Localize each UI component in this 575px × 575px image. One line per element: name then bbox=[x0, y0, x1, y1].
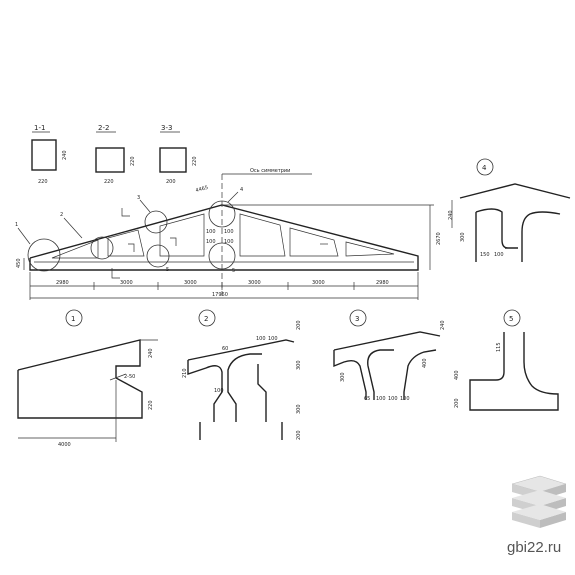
detail-5-dim-c: 115 bbox=[496, 342, 502, 352]
detail-2-dim-b: 100 bbox=[256, 336, 266, 342]
detail-4: 4 240 300 150 100 bbox=[448, 158, 571, 262]
callout-3: 3 bbox=[137, 195, 140, 201]
dim-segment-6: 2980 bbox=[376, 280, 389, 286]
end-height: 450 bbox=[16, 258, 22, 268]
section-3-3-width: 200 bbox=[166, 179, 176, 185]
detail-3-dim-f: 100 bbox=[400, 396, 410, 402]
detail-1-bar: 2-50 bbox=[124, 374, 135, 380]
detail-5: 5 115 400 200 bbox=[454, 309, 559, 411]
detail-3: 3 240 400 300 100 100 100 65 bbox=[333, 309, 446, 402]
detail-2-dim-h: 200 bbox=[296, 430, 302, 440]
node-circle-4 bbox=[208, 200, 236, 228]
detail-2-dim-c: 100 bbox=[268, 336, 278, 342]
section-1-1: 1-1 220 240 bbox=[31, 124, 68, 185]
detail-3-dim-b: 400 bbox=[422, 358, 428, 368]
watermark: gbi22.ru bbox=[507, 539, 561, 556]
slope-dim: 4465 bbox=[195, 185, 209, 194]
node-circle-3a bbox=[144, 210, 168, 234]
total-length: 17960 bbox=[212, 292, 228, 298]
detail-3-dim-c: 300 bbox=[340, 372, 346, 382]
section-3-3: 3-3 200 220 bbox=[159, 124, 198, 185]
node-circle-2 bbox=[90, 236, 114, 260]
detail-4-number: 4 bbox=[482, 164, 487, 172]
callout-2: 2 bbox=[60, 212, 63, 218]
detail-4-dim-d: 100 bbox=[494, 252, 504, 258]
detail-1: 1 240 220 2-50 4000 bbox=[17, 309, 158, 448]
truss-height: 2670 bbox=[436, 232, 442, 245]
node-dim-4: 100 bbox=[224, 239, 234, 245]
detail-1-number: 1 bbox=[71, 315, 75, 323]
symmetry-axis-label: Ось симметрии bbox=[250, 168, 290, 174]
detail-2-dim-d: 300 bbox=[296, 360, 302, 370]
dim-segment-4: 3000 bbox=[248, 280, 261, 286]
detail-3-dim-g: 65 bbox=[364, 396, 370, 402]
detail-3-number: 3 bbox=[355, 315, 359, 323]
dim-segment-1: 2980 bbox=[56, 280, 69, 286]
section-1-1-width: 220 bbox=[38, 179, 48, 185]
node-dim-2: 100 bbox=[224, 229, 234, 235]
node-dim-1: 100 bbox=[206, 229, 216, 235]
detail-3-dim-a: 240 bbox=[440, 320, 446, 330]
detail-1-dim-2: 220 bbox=[148, 400, 154, 410]
detail-4-dim-b: 300 bbox=[460, 232, 466, 242]
node-dim-3: 100 bbox=[206, 239, 216, 245]
dim-segment-2: 3000 bbox=[120, 280, 133, 286]
callout-4: 4 bbox=[240, 187, 243, 193]
node-circle-1 bbox=[27, 238, 61, 272]
section-2-2-label: 2-2 bbox=[98, 124, 109, 132]
detail-5-dim-b: 200 bbox=[454, 398, 460, 408]
detail-2-number: 2 bbox=[204, 315, 208, 323]
detail-2-dim-g: 60 bbox=[222, 346, 228, 352]
callout-5b: 5 bbox=[232, 268, 235, 274]
detail-4-dim-c: 150 bbox=[480, 252, 490, 258]
node-circle-3b bbox=[146, 244, 170, 268]
section-3-3-label: 3-3 bbox=[161, 124, 172, 132]
detail-2-dim-a: 200 bbox=[296, 320, 302, 330]
detail-1-dim-1: 240 bbox=[148, 348, 154, 358]
node-circle-5 bbox=[208, 242, 236, 270]
detail-5-dim-a: 400 bbox=[454, 370, 460, 380]
dim-segment-5: 3000 bbox=[312, 280, 325, 286]
detail-1-length: 4000 bbox=[58, 442, 71, 448]
callout-1: 1 bbox=[15, 222, 18, 228]
detail-3-dim-d: 100 bbox=[376, 396, 386, 402]
section-3-3-height: 220 bbox=[192, 156, 198, 166]
section-2-2: 2-2 220 220 bbox=[95, 124, 136, 185]
section-1-1-label: 1-1 bbox=[34, 124, 45, 132]
detail-3-dim-e: 100 bbox=[388, 396, 398, 402]
callout-5a: 5 bbox=[166, 267, 169, 273]
main-truss: Ось симметрии 1 2 3 4 5 5 100 100 100 10… bbox=[15, 168, 442, 300]
section-2-2-width: 220 bbox=[104, 179, 114, 185]
section-1-1-height: 240 bbox=[62, 150, 68, 160]
section-2-2-height: 220 bbox=[130, 156, 136, 166]
detail-4-dim-a: 240 bbox=[448, 210, 454, 220]
dim-segment-3: 3000 bbox=[184, 280, 197, 286]
detail-2: 2 200 100 100 300 100 300 60 200 210 bbox=[182, 309, 302, 440]
detail-2-dim-e: 100 bbox=[214, 388, 224, 394]
detail-2-dim-f: 300 bbox=[296, 404, 302, 414]
detail-2-dim-i: 210 bbox=[182, 368, 188, 378]
logo bbox=[511, 475, 567, 528]
detail-5-number: 5 bbox=[509, 315, 513, 323]
